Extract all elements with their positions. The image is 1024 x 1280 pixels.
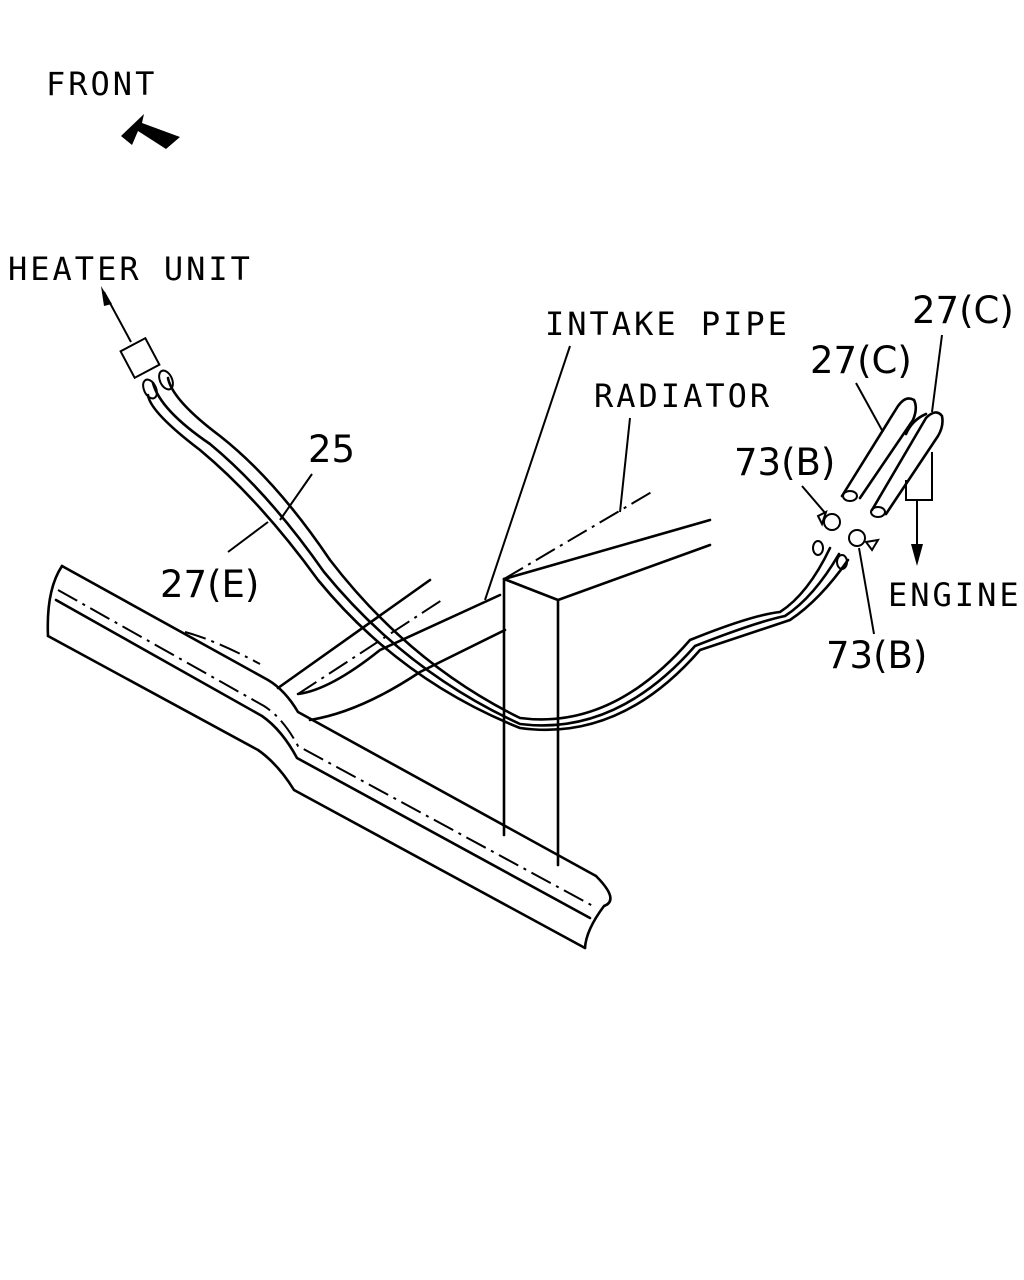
callout-27e: 27(E) xyxy=(160,563,259,606)
callout-27e-leader xyxy=(227,521,269,553)
callout-27c-left: 27(C) xyxy=(810,339,912,382)
callout-73b-top-leader xyxy=(801,485,827,515)
front-arrow-icon xyxy=(121,114,180,149)
intake-pipe-member xyxy=(184,578,507,722)
radiator-block xyxy=(502,489,712,867)
heater-unit-arrow-icon xyxy=(101,286,161,380)
callout-27c-right: 27(C) xyxy=(912,289,1014,332)
engine-arrow-icon xyxy=(905,452,933,566)
callout-73b-bottom-leader xyxy=(858,547,875,635)
radiator-label: RADIATOR xyxy=(594,377,772,415)
clip-73b-bottom-icon xyxy=(848,529,880,552)
callout-25-leader xyxy=(279,473,313,521)
callout-25: 25 xyxy=(308,428,355,471)
callout-73b-top: 73(B) xyxy=(734,441,835,484)
intake-pipe-leader xyxy=(484,345,571,601)
engine-label: ENGINE xyxy=(888,576,1022,614)
frame-rail xyxy=(46,564,612,950)
heater-hose-25 xyxy=(142,369,850,732)
callout-27c-right-leader xyxy=(931,334,943,413)
heater-unit-label: HEATER UNIT xyxy=(8,250,253,288)
engine-hoses-27c xyxy=(840,397,944,518)
front-label: FRONT xyxy=(46,65,157,103)
callout-27c-left-leader xyxy=(855,382,884,433)
intake-pipe-label: INTAKE PIPE xyxy=(545,305,790,343)
callout-73b-bottom: 73(B) xyxy=(826,634,927,677)
clip-73b-top-icon xyxy=(816,510,841,531)
radiator-leader xyxy=(619,417,631,513)
